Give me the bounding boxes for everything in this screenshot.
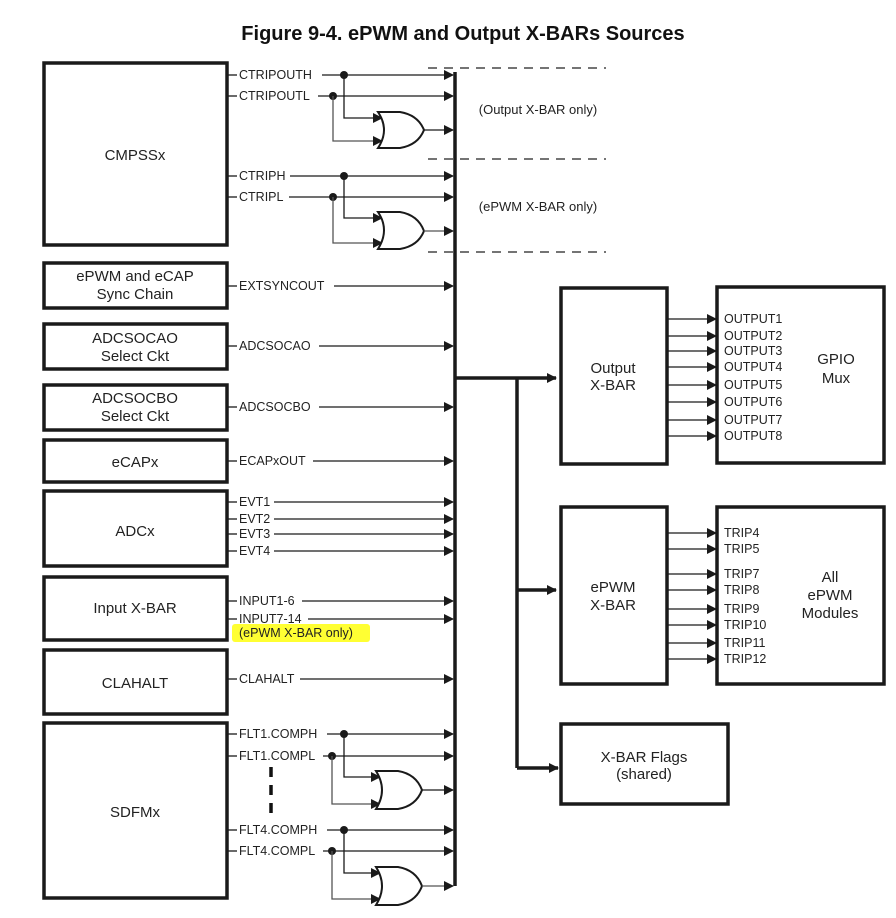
signal-flt1-compl: FLT1.COMPL [239, 749, 315, 763]
highlight-marker [232, 624, 370, 642]
ecap-label: eCAPx [112, 454, 159, 471]
signal-clahalt: CLAHALT [239, 672, 295, 686]
epwm-xbar-only-highlighted-note: (ePWM X-BAR only) [239, 626, 353, 640]
trip-signal-label: TRIP7 [724, 567, 759, 581]
cmpss-label: CMPSSx [105, 147, 166, 164]
signal-ctripouth: CTRIPOUTH [239, 68, 312, 82]
trip-signals: TRIP4TRIP5TRIP7TRIP8TRIP9TRIP10TRIP11TRI… [667, 526, 766, 666]
epwm-modules-label: ePWM [808, 587, 853, 604]
signal-ctripl: CTRIPL [239, 190, 284, 204]
epwm-xbar-label: X-BAR [590, 597, 636, 614]
gpio-mux-label: Mux [822, 370, 851, 387]
sync-chain-label: Sync Chain [97, 286, 174, 303]
adcsocao-label: ADCSOCAO [92, 330, 178, 347]
signal-evt2: EVT2 [239, 512, 270, 526]
ecap-block: eCAPx [42, 438, 229, 484]
signal-extsyncout: EXTSYNCOUT [239, 279, 325, 293]
output-signal-label: OUTPUT5 [724, 378, 782, 392]
signal-adcsocbo: ADCSOCBO [239, 400, 311, 414]
output-signal-label: OUTPUT2 [724, 329, 782, 343]
signal-flt4-comph: FLT4.COMPH [239, 823, 317, 837]
trip-signal-label: TRIP9 [724, 602, 759, 616]
signal-evt3: EVT3 [239, 527, 270, 541]
signal-ecapxout: ECAPxOUT [239, 454, 306, 468]
output-xbar-only-note: (Output X-BAR only) [479, 102, 598, 117]
epwm-modules-label: All [822, 569, 839, 586]
sdfm-label: SDFMx [110, 804, 160, 821]
output-signal-label: OUTPUT1 [724, 312, 782, 326]
or-gate-icon [376, 111, 426, 149]
cmpss-signals: CTRIPOUTH CTRIPOUTL CTRIPH CTRIPL [227, 68, 454, 250]
sync-chain-label: ePWM and eCAP [76, 268, 194, 285]
signal-input7-14: INPUT7-14 [239, 612, 302, 626]
output-signals: OUTPUT1OUTPUT2OUTPUT3OUTPUT4OUTPUT5OUTPU… [667, 312, 782, 443]
xbar-flags-label: X-BAR Flags [601, 749, 688, 766]
epwm-xbar-only-note: (ePWM X-BAR only) [479, 199, 597, 214]
adcsocao-block: ADCSOCAO Select Ckt [42, 322, 229, 371]
output-xbar-label: Output [590, 360, 636, 377]
figure-title: Figure 9-4. ePWM and Output X-BARs Sourc… [241, 23, 684, 45]
output-signal-label: OUTPUT6 [724, 395, 782, 409]
signal-flt4-compl: FLT4.COMPL [239, 844, 315, 858]
signal-evt1: EVT1 [239, 495, 270, 509]
or-gate-icon [374, 770, 424, 810]
output-signal-label: OUTPUT4 [724, 360, 782, 374]
gpio-mux-block: GPIO Mux [715, 285, 886, 465]
epwm-modules-label: Modules [802, 605, 859, 622]
sync-chain-block: ePWM and eCAP Sync Chain [42, 261, 229, 310]
output-xbar-block: Output X-BAR [559, 286, 669, 466]
input-xbar-block: Input X-BAR [42, 575, 229, 642]
output-signal-label: OUTPUT8 [724, 429, 782, 443]
output-signal-label: OUTPUT7 [724, 413, 782, 427]
adcsocbo-label: Select Ckt [101, 408, 170, 425]
signal-ctriph: CTRIPH [239, 169, 286, 183]
signal-adcsocao: ADCSOCAO [239, 339, 311, 353]
input-xbar-label: Input X-BAR [93, 600, 177, 617]
signal-flt1-comph: FLT1.COMPH [239, 727, 317, 741]
signal-ctripoutl: CTRIPOUTL [239, 89, 310, 103]
or-gate-icon [376, 211, 426, 250]
adcsocao-label: Select Ckt [101, 348, 170, 365]
trip-signal-label: TRIP11 [724, 636, 765, 650]
xbar-flags-block: X-BAR Flags (shared) [559, 722, 730, 806]
clahalt-label: CLAHALT [102, 675, 168, 692]
adc-block: ADCx [42, 489, 229, 568]
output-signal-label: OUTPUT3 [724, 344, 782, 358]
output-xbar-label: X-BAR [590, 377, 636, 394]
or-gate-icon [374, 866, 424, 906]
adcsocbo-label: ADCSOCBO [92, 390, 178, 407]
cmpss-block: CMPSSx [42, 61, 229, 247]
trip-signal-label: TRIP10 [724, 618, 766, 632]
gpio-mux-label: GPIO [817, 351, 855, 368]
sdfm-signals: FLT1.COMPH FLT1.COMPL FLT4.COMPH FLT4.CO… [227, 727, 454, 906]
trip-signal-label: TRIP12 [724, 652, 766, 666]
adcsocbo-block: ADCSOCBO Select Ckt [42, 383, 229, 432]
clahalt-block: CLAHALT [42, 648, 229, 716]
trip-signal-label: TRIP8 [724, 583, 759, 597]
epwm-xbar-label: ePWM [591, 579, 636, 596]
epwm-modules-block: All ePWM Modules [715, 505, 886, 686]
epwm-xbar-block: ePWM X-BAR [559, 505, 669, 686]
trip-signal-label: TRIP4 [724, 526, 759, 540]
adc-label: ADCx [115, 523, 155, 540]
xbar-flags-label: (shared) [616, 766, 672, 783]
sdfm-block: SDFMx [42, 721, 229, 900]
signal-evt4: EVT4 [239, 544, 270, 558]
signal-input1-6: INPUT1-6 [239, 594, 295, 608]
trip-signal-label: TRIP5 [724, 542, 759, 556]
